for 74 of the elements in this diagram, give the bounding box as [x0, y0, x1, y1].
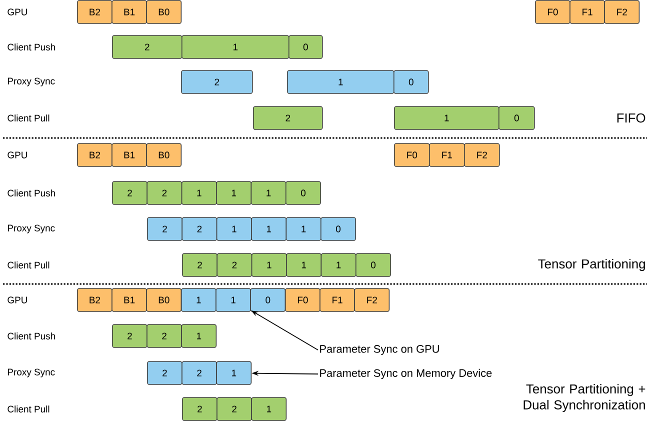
- timeline-block: 0: [394, 70, 429, 94]
- timeline-block: B2: [77, 0, 112, 24]
- timeline-block: 1: [216, 361, 252, 385]
- timeline-block: B1: [112, 143, 147, 167]
- row-label: GPU: [8, 152, 27, 158]
- row-label: Client Push: [8, 190, 55, 196]
- timeline-block: 1: [182, 35, 290, 59]
- row-label: Proxy Sync: [8, 224, 55, 234]
- section-title: Tensor Partitioning + Dual Synchronization: [524, 384, 646, 412]
- timeline-block: 0: [286, 181, 321, 205]
- timeline-block: B2: [77, 288, 112, 312]
- timeline-block: 1: [286, 217, 322, 241]
- timeline-block: 2: [112, 181, 148, 205]
- row-label: GPU: [8, 296, 27, 304]
- timeline-block: 2: [147, 217, 182, 241]
- timeline-block: 2: [216, 253, 252, 277]
- timeline-block: 2: [216, 397, 252, 421]
- timeline-block: 2: [112, 324, 148, 348]
- row-label: Client Pull: [8, 262, 50, 268]
- timeline-block: F0: [285, 288, 320, 312]
- timeline-block: 1: [250, 181, 286, 205]
- timeline-block: 1: [216, 217, 252, 241]
- timeline-block: B0: [146, 0, 182, 24]
- timeline-block: 0: [498, 106, 535, 130]
- timeline-block: F1: [570, 0, 605, 24]
- timeline-block: 2: [253, 106, 323, 130]
- timeline-block: B0: [146, 143, 182, 167]
- timeline-block: F2: [354, 288, 390, 312]
- timeline-block: F2: [464, 143, 500, 167]
- timeline-block: 1: [251, 397, 287, 421]
- annotation-text: Parameter Sync on GPU: [320, 345, 439, 355]
- row-label: Proxy Sync: [8, 78, 55, 86]
- timeline-block: 2: [181, 70, 253, 94]
- row-label: Proxy Sync: [8, 368, 55, 378]
- timeline-block: 1: [181, 288, 216, 312]
- timeline-block: 1: [251, 253, 287, 277]
- timeline-block: 2: [146, 181, 182, 205]
- timeline-block: 1: [394, 106, 500, 130]
- timeline-block: 1: [216, 288, 251, 312]
- timeline-block: F2: [604, 0, 640, 24]
- timeline-block: 0: [250, 288, 286, 312]
- section-title: FIFO: [617, 113, 646, 123]
- section-title: Tensor Partitioning: [538, 258, 645, 272]
- timeline-block: 2: [182, 253, 218, 277]
- timeline-block: 2: [182, 361, 217, 385]
- timeline-block: 2: [182, 217, 218, 241]
- timeline-block: F1: [320, 288, 355, 312]
- row-label: Client Pull: [8, 114, 50, 122]
- timeline-block: F0: [535, 0, 570, 24]
- timeline-block: 1: [181, 324, 217, 348]
- annotation-text: Parameter Sync on Memory Device: [320, 368, 492, 380]
- row-label: Client Push: [8, 44, 55, 50]
- timeline-block: 1: [286, 253, 322, 277]
- timeline-block: F0: [394, 143, 430, 167]
- timeline-block: 1: [251, 217, 287, 241]
- timeline-block: 1: [216, 181, 252, 205]
- timeline-block: 0: [288, 35, 323, 59]
- timeline-block: 1: [181, 181, 217, 205]
- timeline-block: F1: [429, 143, 465, 167]
- timeline-block: 1: [287, 70, 394, 94]
- row-label: GPU: [8, 8, 27, 16]
- timeline-block: 0: [356, 253, 391, 277]
- timeline-block: B1: [112, 288, 147, 312]
- timeline-block: 1: [320, 253, 356, 277]
- timeline-block: B1: [112, 0, 147, 24]
- timeline-block: 0: [320, 217, 356, 241]
- row-label: Client Pull: [8, 406, 50, 412]
- timeline-block: 2: [147, 361, 182, 385]
- timeline-block: 2: [112, 35, 182, 59]
- timeline-block: 2: [146, 324, 182, 348]
- timeline-block: B0: [146, 288, 182, 312]
- timeline-block: B2: [77, 143, 112, 167]
- row-label: Client Push: [8, 332, 55, 340]
- timeline-block: 2: [182, 397, 218, 421]
